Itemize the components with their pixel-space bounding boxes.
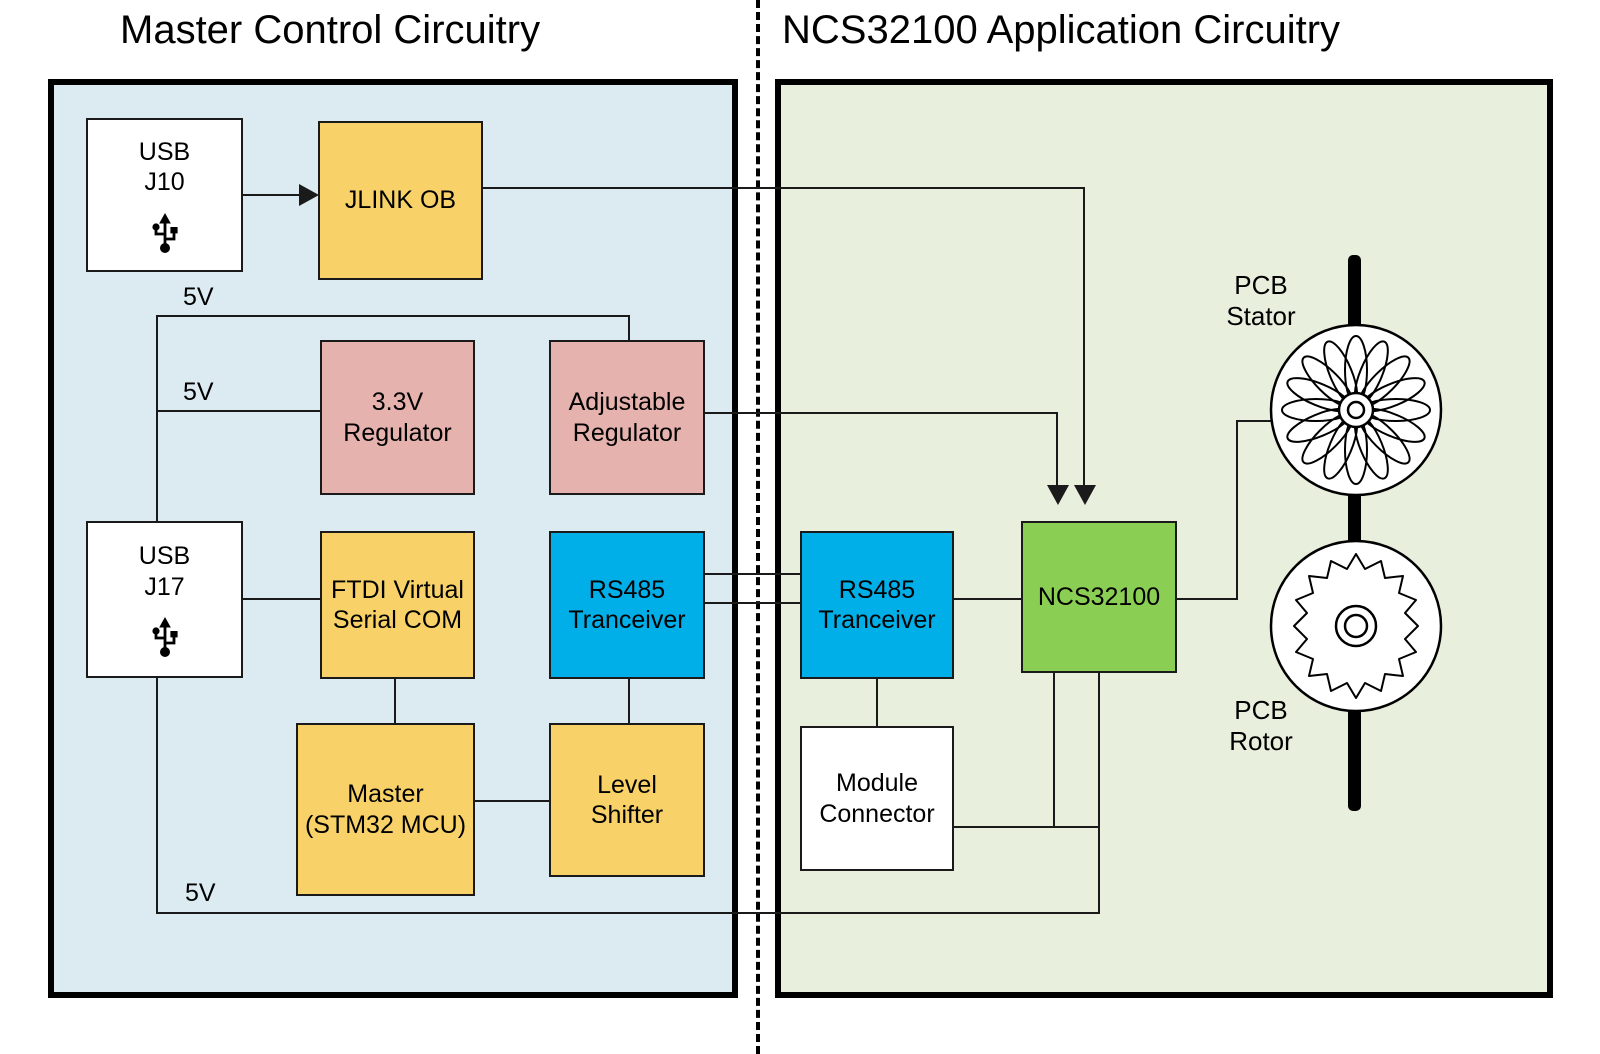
regulator-33v-label-line2: Regulator	[343, 418, 452, 447]
label-pcb-stator: PCB Stator	[1206, 270, 1316, 332]
pcb-rotor-icon	[1269, 539, 1443, 713]
block-rs485-tranceiver-application[interactable]: RS485 Tranceiver	[800, 531, 954, 679]
usb-j17-label-line1: USB	[138, 542, 191, 570]
wire-rs485-link-b	[705, 602, 801, 604]
wire-rs485app-to-ncs	[953, 598, 1023, 600]
wire-rs485master-to-level-shifter	[628, 679, 630, 723]
module-connector-label-line1: Module	[836, 769, 918, 797]
pcb-stator-label-line1: PCB	[1234, 270, 1288, 300]
wire-usbj17-to-ftdi	[243, 598, 321, 600]
wire-stator-connect	[1236, 420, 1288, 422]
arrowhead-usbj10-to-jlink	[299, 184, 319, 206]
wire-5v-top-horizontal	[156, 315, 630, 317]
panel-divider-dashed-line	[756, 0, 760, 1054]
pcb-stator-label-line2: Stator	[1226, 301, 1296, 332]
block-rs485-tranceiver-master[interactable]: RS485 Tranceiver	[549, 531, 705, 679]
usb-icon	[150, 210, 180, 254]
label-5v-mid: 5V	[183, 378, 214, 406]
level-shifter-label-line1: Level	[597, 770, 657, 799]
rs485-master-label-line1: RS485	[588, 575, 666, 604]
panel-title-master: Master Control Circuitry	[120, 8, 541, 52]
wire-5v-top-to-adjustable-regulator	[628, 315, 630, 340]
block-master-stm32-mcu[interactable]: Master (STM32 MCU)	[296, 723, 475, 896]
usb-icon	[150, 614, 180, 658]
label-5v-top: 5V	[183, 283, 214, 311]
pcb-rotor	[1268, 538, 1444, 714]
wire-module-connector-to-ncs-horizontal	[953, 826, 1100, 828]
wire-5v-bottom-vertical-to-ncs	[1098, 672, 1100, 914]
rs485-app-label-line1: RS485	[838, 575, 916, 604]
regulator-33v-label-line1: 3.3V	[371, 388, 424, 416]
master-mcu-label-line1: Master	[347, 780, 424, 808]
label-5v-bottom: 5V	[185, 879, 216, 907]
block-33v-regulator[interactable]: 3.3V Regulator	[320, 340, 475, 495]
master-mcu-label-line2: (STM32 MCU)	[304, 810, 467, 839]
block-usb-j10[interactable]: USB J10	[86, 118, 243, 272]
pcb-rotor-label-line1: PCB	[1234, 695, 1288, 725]
wire-usbj10-to-jlink	[243, 194, 301, 196]
module-connector-label-line2: Connector	[819, 799, 935, 828]
pcb-rotor-label-line2: Rotor	[1229, 726, 1293, 757]
rs485-app-label-line2: Tranceiver	[818, 606, 936, 634]
ftdi-label-line1: FTDI Virtual	[331, 575, 464, 604]
pcb-stator	[1268, 322, 1444, 498]
ftdi-label-line2: Serial COM	[332, 606, 463, 634]
pcb-stator-icon	[1269, 323, 1443, 497]
wire-rs485-link-a	[705, 573, 801, 575]
block-adjustable-regulator[interactable]: Adjustable Regulator	[549, 340, 705, 495]
panel-title-application: NCS32100 Application Circuitry	[782, 8, 1341, 52]
wire-5v-bottom-horizontal	[156, 912, 1100, 914]
arrowhead-adjreg-to-ncs	[1047, 485, 1069, 505]
wire-module-connector-to-ncs-vertical	[1053, 672, 1055, 828]
arrowhead-jlink-to-ncs	[1074, 485, 1096, 505]
wire-ncs-to-stator-horizontal	[1176, 598, 1238, 600]
block-usb-j17[interactable]: USB J17	[86, 521, 243, 678]
wire-master-mcu-to-level-shifter	[474, 800, 549, 802]
wire-jlink-to-ncs-vertical	[1083, 187, 1085, 487]
wire-5v-mid-to-33v-regulator	[156, 410, 320, 412]
wire-ncs-to-stator-vertical	[1236, 420, 1238, 600]
usb-j10-label-line2: J10	[144, 168, 185, 196]
wire-rs485app-to-module-connector	[876, 679, 878, 726]
adjustable-regulator-label-line1: Adjustable	[568, 388, 686, 416]
jlink-ob-label: JLINK OB	[344, 186, 457, 215]
block-level-shifter[interactable]: Level Shifter	[549, 723, 705, 877]
usb-j17-label-line2: J17	[144, 572, 185, 601]
block-ftdi-virtual-serial-com[interactable]: FTDI Virtual Serial COM	[320, 531, 475, 679]
wire-ftdi-to-master-mcu	[394, 679, 396, 723]
block-jlink-ob[interactable]: JLINK OB	[318, 121, 483, 280]
adjustable-regulator-label-line2: Regulator	[572, 418, 682, 447]
block-ncs32100[interactable]: NCS32100	[1021, 521, 1177, 673]
wire-jlink-to-ncs-horizontal	[483, 187, 1085, 189]
block-module-connector[interactable]: Module Connector	[800, 726, 954, 871]
level-shifter-label-line2: Shifter	[590, 801, 664, 829]
label-pcb-rotor: PCB Rotor	[1206, 695, 1316, 757]
wire-adjreg-to-ncs-vertical	[1056, 412, 1058, 487]
rs485-master-label-line2: Tranceiver	[568, 606, 686, 634]
wire-adjreg-to-ncs-horizontal	[705, 412, 1058, 414]
usb-j10-label-line1: USB	[138, 137, 191, 166]
ncs32100-label: NCS32100	[1037, 582, 1161, 611]
